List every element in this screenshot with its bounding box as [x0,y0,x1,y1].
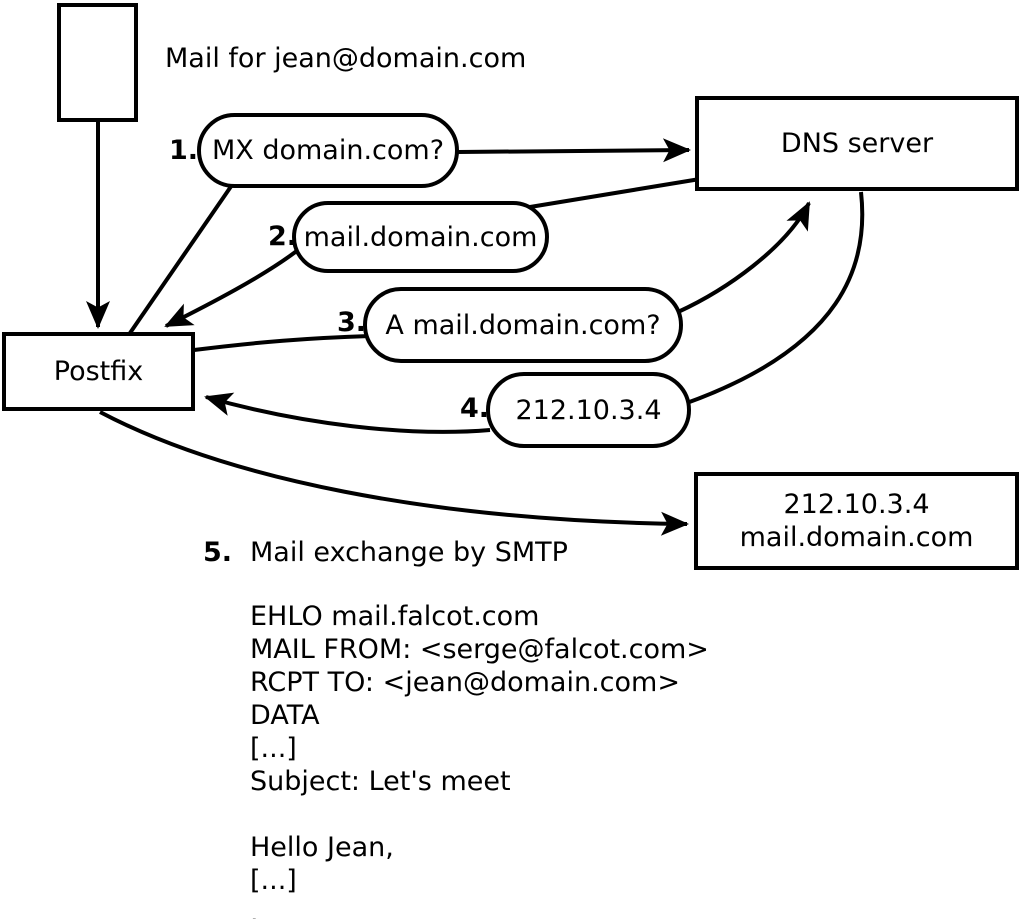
mail-server-box: 212.10.3.4 mail.domain.com [694,472,1019,570]
line-dns-to-response2 [529,177,701,209]
smtp-line-ellipsis-1: [...] [250,733,297,764]
query1-label: MX domain.com? [211,135,445,166]
smtp-session-transcript: EHLO mail.falcot.com MAIL FROM: <serge@f… [250,600,709,919]
smtp-line-subject: Subject: Let's meet [250,766,511,797]
smtp-line-mail-from: MAIL FROM: <serge@falcot.com> [250,634,709,665]
query1-pill: MX domain.com? [197,113,459,188]
smtp-line-terminator: . [250,898,259,919]
step4-number: 4. [459,393,489,424]
step2-number: 2. [267,221,297,252]
postfix-label: Postfix [53,356,144,387]
dns-server-label: DNS server [780,128,934,159]
response4-pill: 212.10.3.4 [486,372,691,448]
smtp-line-ehlo: EHLO mail.falcot.com [250,601,540,632]
step1-number: 1. [168,135,198,166]
mail-server-ip: 212.10.3.4 [783,489,930,520]
mail-title: Mail for jean@domain.com [165,43,527,74]
step5-number: 5. [202,537,232,568]
query3-label: A mail.domain.com? [385,309,661,341]
line-postfix-to-query1 [128,183,234,335]
line-dns-to-response4 [683,191,865,406]
query3-pill: A mail.domain.com? [363,287,683,363]
smtp-line-rcpt-to: RCPT TO: <jean@domain.com> [250,667,680,698]
smtp-line-greeting: Hello Jean, [250,832,394,863]
response4-label: 212.10.3.4 [515,394,662,426]
arrow-query3-to-dns [677,201,811,314]
smtp-line-data: DATA [250,700,320,731]
mail-server-hostname: mail.domain.com [739,522,974,553]
arrow-response4-to-postfix [204,392,491,434]
response2-label: mail.domain.com [303,221,538,253]
arrow-response2-to-postfix [164,248,300,328]
postfix-box: Postfix [2,332,195,411]
line-postfix-to-query3 [193,334,371,352]
step5-label: Mail exchange by SMTP [250,537,568,568]
smtp-line-blank [250,798,709,831]
arrow-query1-to-dns [457,138,691,163]
step3-number: 3. [336,307,366,338]
dns-server-box: DNS server [695,96,1019,191]
arrow-postfix-to-mailserver [99,410,689,536]
smtp-line-ellipsis-2: [...] [250,865,297,896]
response2-pill: mail.domain.com [292,201,549,273]
envelope-icon [57,3,138,122]
